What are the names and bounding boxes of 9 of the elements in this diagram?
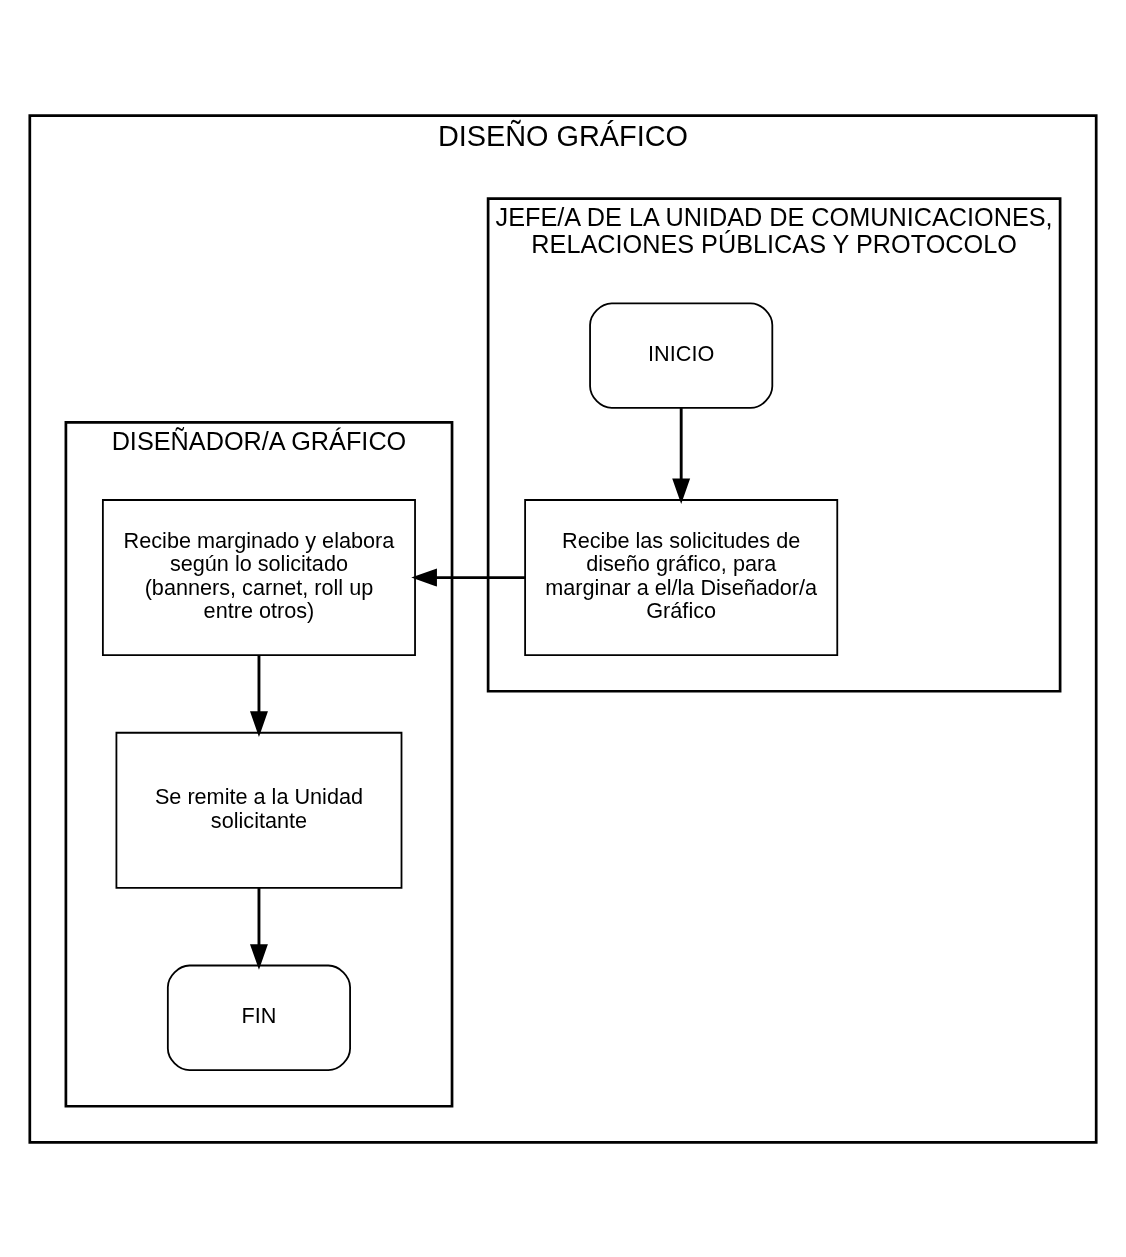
node-box: FIN <box>166 964 351 1071</box>
arrow <box>411 568 526 587</box>
node-box: INICIO <box>589 301 774 409</box>
node-box: Recibe marginado y elabora según lo solicitado (banners, carnet, roll up entre otros) <box>101 498 416 656</box>
node-box: Se remite a la Unidad solicitante <box>115 731 403 889</box>
arrow <box>249 655 268 737</box>
arrow <box>672 407 691 504</box>
arrow <box>249 887 268 970</box>
node-box: Recibe las solicitudes de diseño gráfico, para marginar a el/la Diseñador/a Gráfico <box>524 498 839 656</box>
